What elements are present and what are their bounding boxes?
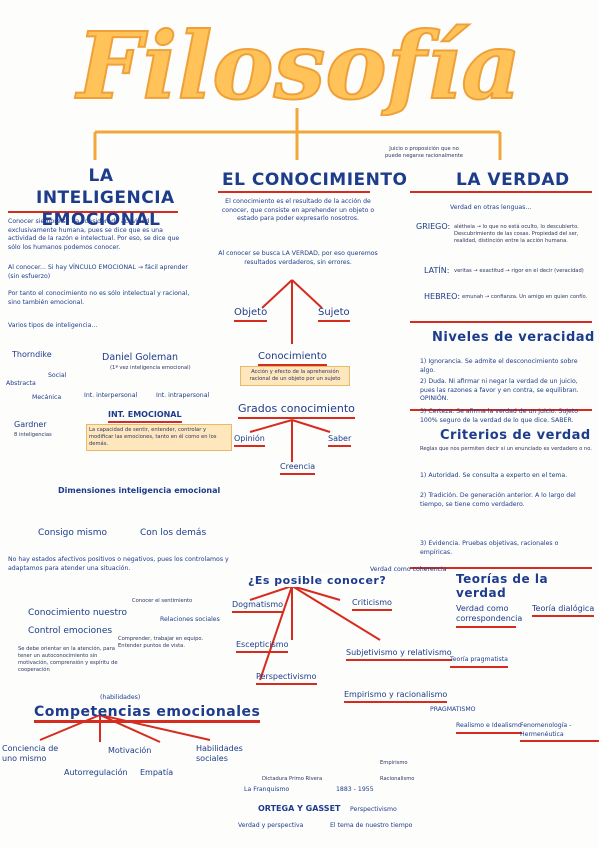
- thorndike-label: Thorndike: [12, 350, 52, 359]
- empirismo-label: Empirismo y racionalismo: [344, 690, 448, 704]
- estados-text: No hay estados afectivos positivos o neg…: [8, 556, 229, 572]
- latin-text: veritas → exactitud → rigor en el decir …: [454, 268, 584, 274]
- inteligencia-bullet-3: Varios tipos de inteligencia...: [8, 322, 98, 329]
- conocimiento-box: Conocimiento: [258, 350, 327, 366]
- subjetivismo-label: Subjetivismo y relativismo: [346, 648, 452, 662]
- fenomenologia-label: Fenomenología - Hermenéutica: [520, 722, 599, 743]
- comp-item-5: Habilidades sociales: [196, 744, 243, 764]
- escepticismo-label: Escepticismo: [236, 640, 289, 654]
- consigo-label: Consigo mismo: [38, 528, 107, 538]
- inteligencia-heading-line2: EMOCIONAL: [41, 210, 161, 230]
- coherencia-label: Verdad como coherencia: [370, 566, 447, 573]
- sujeto-label: Sujeto: [318, 306, 350, 322]
- comp-item-3: Motivación: [108, 746, 152, 755]
- conocimiento-intro: El conocimiento es el resultado de la ac…: [221, 198, 375, 223]
- inteligencia-bullet-2: Por tanto el conocimiento no es sólo int…: [8, 290, 190, 306]
- inteligencia-heading-line1: LA INTELIGENCIA: [36, 166, 175, 208]
- inteligencia-heading: LA INTELIGENCIA EMOCIONAL: [36, 165, 175, 231]
- comp-item-1: Conciencia de uno mismo: [2, 744, 59, 764]
- verdad-persp-label: Verdad y perspectiva: [238, 822, 304, 829]
- comp-item-2: Autorregulación: [64, 768, 128, 777]
- dialogica-label: Teoría dialógica: [532, 604, 595, 618]
- griego-label: GRIEGO:: [416, 222, 451, 231]
- conocimiento-nuestro-desc: Se debe orientar en la atención, para te…: [18, 646, 118, 674]
- posible-heading: ¿Es posible conocer?: [248, 574, 387, 587]
- grados-heading: Grados conocimiento: [238, 402, 355, 420]
- inteligencia-bullet-1: Al conocer... Si hay VÍNCULO EMOCIONAL →…: [8, 264, 188, 280]
- creencia-label: Creencia: [280, 462, 316, 476]
- ortega-label: ORTEGA Y GASSET: [258, 804, 341, 813]
- habilidades-tag: (habilidades): [100, 694, 141, 701]
- pragmatismo-label: PRAGMATISMO: [430, 706, 476, 713]
- criterio-3: 3) Evidencia. Pruebas objetivas, raciona…: [420, 540, 559, 556]
- comprender-text: Comprender, trabajar en equipo. Entender…: [118, 636, 204, 650]
- griego-text: alétheia → lo que no está oculto, lo des…: [454, 224, 579, 245]
- con-demas-label: Con los demás: [140, 528, 207, 538]
- inter-label: Int. interpersonal: [84, 392, 138, 399]
- hebreo-label: HEBREO:: [424, 292, 461, 301]
- realismo-label: Realismo e Idealismo: [456, 722, 522, 734]
- verdad-juicio: Juicio o proposición que no puede negars…: [385, 146, 463, 160]
- perspectivismo2-label: Perspectivismo: [350, 806, 397, 813]
- conocimiento-busca: Al conocer se busca LA VERDAD, por eso q…: [218, 250, 378, 266]
- objeto-label: Objeto: [234, 306, 268, 322]
- gardner-sub: 8 inteligencias: [14, 432, 52, 438]
- int-emocional-desc: La capacidad de sentir, entender, contro…: [86, 424, 232, 452]
- criticismo-label: Criticismo: [352, 598, 392, 612]
- abstracta-label: Abstracta: [6, 380, 36, 387]
- correspondencia-label: Verdad como correspondencia: [456, 604, 522, 628]
- saber-label: Saber: [328, 434, 352, 448]
- mecanica-label: Mecánica: [32, 394, 62, 401]
- competencias-heading: Competencias emocionales: [34, 704, 261, 723]
- social-label: Social: [48, 372, 67, 379]
- pragmatista-label: Teoría pragmatista: [450, 656, 508, 668]
- conocimiento-heading: EL CONOCIMIENTO: [222, 170, 408, 190]
- opinion-label: Opinión: [234, 434, 265, 448]
- relaciones-label: Relaciones sociales: [160, 616, 220, 623]
- inteligencia-intro: Conocer siempre se ha considerado activi…: [8, 218, 180, 252]
- years-label: 1883 - 1955: [336, 786, 374, 793]
- criterios-heading: Criterios de verdad: [440, 428, 591, 443]
- goleman-sub: (1ª vez inteligencia emocional): [110, 365, 191, 371]
- title-text: Filosofía: [74, 12, 521, 116]
- nivel-3: 3) Certeza. Se afirma la verdad de un ju…: [420, 408, 578, 424]
- dogmatismo-label: Dogmatismo: [232, 600, 284, 614]
- comp-item-4: Empatía: [140, 768, 174, 777]
- conocimiento-desc: Acción y efecto de la aprehensión racion…: [240, 366, 350, 387]
- otras-lenguas: Verdad en otras lenguas...: [450, 204, 532, 211]
- franquismo-label: La Franquismo: [244, 786, 290, 793]
- criterio-1: 1) Autoridad. Se consulta a experto en e…: [420, 472, 568, 479]
- tema-label: El tema de nuestro tiempo: [330, 822, 413, 829]
- latin-label: LATÍN:: [424, 266, 450, 275]
- goleman-label: Daniel Goleman: [102, 352, 179, 363]
- criterio-2: 2) Tradición. De generación anterior. A …: [420, 492, 576, 508]
- page-title: Filosofía: [73, 11, 522, 116]
- gardner-label: Gardner: [14, 420, 47, 429]
- criterios-desc: Reglas que nos permiten decir si un enun…: [420, 446, 592, 452]
- nivel-2: 2) Duda. Ni afirmar ni negar la verdad d…: [420, 378, 579, 403]
- intra-label: Int. intrapersonal: [156, 392, 210, 399]
- int-emocional-label: INT. EMOCIONAL: [108, 410, 182, 424]
- empirismo-right-label: Empirismo: [380, 760, 408, 766]
- racionalismo-label: Racionalismo: [380, 776, 415, 782]
- empatia-box: Conocer el sentimiento: [132, 598, 193, 604]
- perspectivismo-label: Perspectivismo: [256, 672, 317, 686]
- dictadura-label: Dictadura Primo Rivera: [262, 776, 323, 782]
- verdad-heading: LA VERDAD: [456, 170, 570, 190]
- control-emociones-label: Control emociones: [28, 626, 113, 636]
- dimensiones-label: Dimensiones inteligencia emocional: [58, 486, 221, 495]
- niveles-heading: Niveles de veracidad: [432, 330, 595, 345]
- nivel-1: 1) Ignorancia. Se admite el desconocimie…: [420, 358, 578, 374]
- conocimiento-nuestro-label: Conocimiento nuestro: [28, 608, 128, 618]
- teorias-heading: Teorías de la verdad: [456, 572, 549, 600]
- hebreo-text: emunah → confianza. Un amigo en quien co…: [462, 294, 588, 300]
